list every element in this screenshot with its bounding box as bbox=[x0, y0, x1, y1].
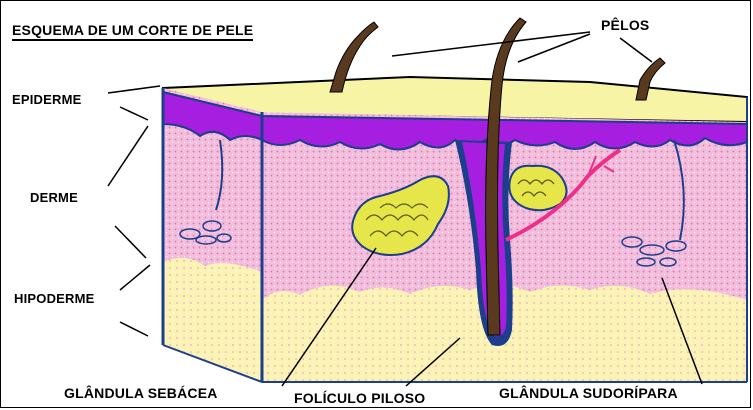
label-glandula-sudoripara: GLÂNDULA SUDORÍPARA bbox=[499, 385, 678, 401]
diagram-title: ESQUEMA DE UM CORTE DE PELE bbox=[12, 22, 253, 41]
label-hipoderme: HIPODERME bbox=[14, 291, 95, 306]
label-derme: DERME bbox=[30, 190, 78, 205]
leader-hipoderme-2 bbox=[120, 322, 148, 336]
leader-epiderme-2 bbox=[120, 107, 148, 120]
leader-pelos-1 bbox=[392, 32, 590, 56]
leader-pelos-3 bbox=[620, 38, 652, 62]
label-glandula-sebacea: GLÂNDULA SEBÁCEA bbox=[64, 385, 218, 401]
label-pelos: PÊLOS bbox=[601, 17, 649, 33]
leader-hipoderme-1 bbox=[120, 265, 150, 290]
leader-pelos-2 bbox=[518, 34, 590, 62]
leader-epiderme-1 bbox=[108, 86, 160, 93]
leader-derme-1 bbox=[108, 126, 148, 186]
label-epiderme: EPIDERME bbox=[12, 92, 82, 107]
leader-derme-2 bbox=[115, 226, 146, 258]
label-foliculo-piloso: FOLÍCULO PILOSO bbox=[294, 390, 425, 406]
sebaceous-gland-small bbox=[509, 166, 566, 211]
